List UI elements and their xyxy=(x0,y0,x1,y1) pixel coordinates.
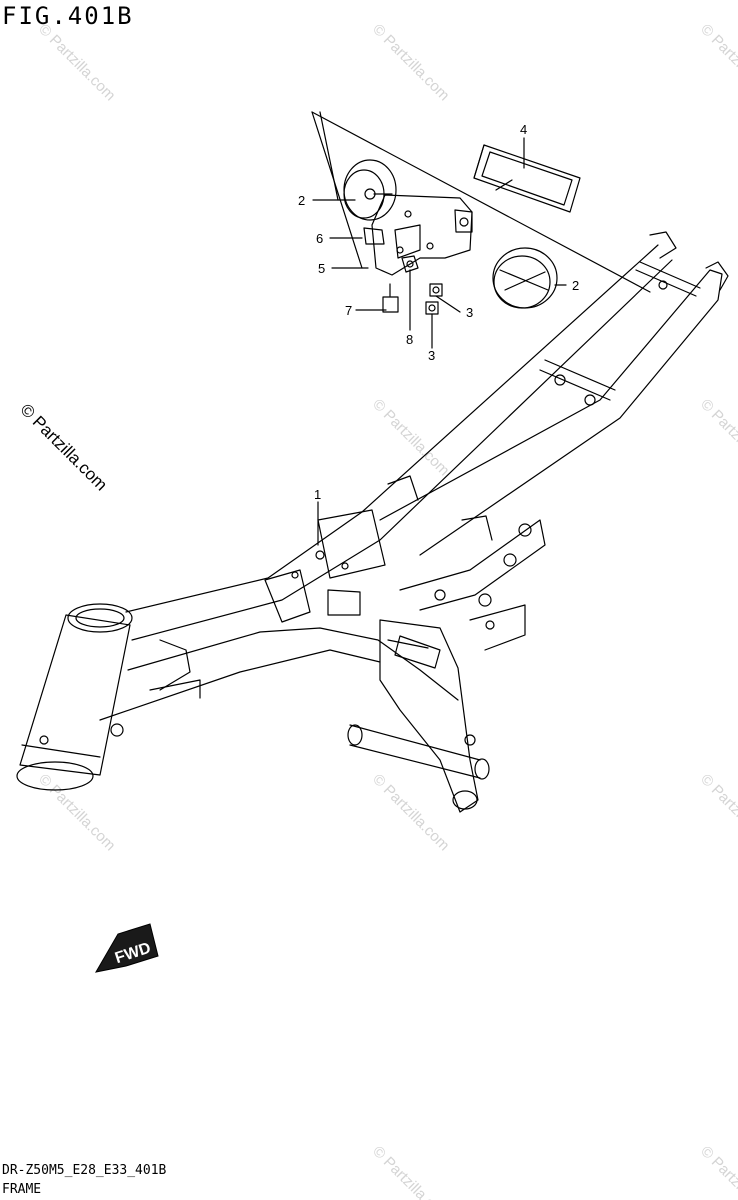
watermark-text: © Partzilla.com xyxy=(369,1143,452,1200)
main-frame xyxy=(16,231,729,813)
figure-title: FIG.401B xyxy=(2,2,134,30)
reflector-bracket-assembly xyxy=(363,194,473,276)
watermark-text: © Partzilla.com xyxy=(369,21,452,104)
callout-5: 5 xyxy=(318,261,325,276)
figure-name: FRAME xyxy=(2,1182,42,1197)
callout-3-lower: 3 xyxy=(428,348,435,363)
callout-6: 6 xyxy=(316,231,323,246)
watermark-text: © Partzilla.com xyxy=(35,21,118,104)
fastener-nut-3-upper xyxy=(429,283,443,297)
explode-guide-lines xyxy=(311,111,651,293)
rear-reflector-plate xyxy=(473,144,581,213)
watermark-text: © Partzilla.com xyxy=(369,771,452,854)
callout-3-upper: 3 xyxy=(466,305,473,320)
watermark-text: © Partzilla.com xyxy=(697,1143,738,1200)
fastener-nut-3-lower xyxy=(425,301,439,315)
reflector-right xyxy=(492,247,558,309)
reflector-left xyxy=(343,159,397,221)
fastener-bolt-7 xyxy=(382,283,399,313)
watermark-text: © Partzilla.com xyxy=(697,771,738,854)
watermark-text: © Partzilla.com xyxy=(697,21,738,104)
fastener-nut-8 xyxy=(401,255,419,273)
callout-8: 8 xyxy=(406,332,413,347)
watermark-text: © Partzilla.com xyxy=(697,396,738,479)
watermark-text: © Partzilla.com xyxy=(369,396,452,479)
forward-direction-arrow: FWD xyxy=(95,923,159,973)
callout-leaders xyxy=(312,137,567,546)
callout-2-right: 2 xyxy=(572,278,579,293)
callout-4: 4 xyxy=(520,122,527,137)
callout-2-left: 2 xyxy=(298,193,305,208)
callout-7: 7 xyxy=(345,303,352,318)
watermark-text: © Partzilla.com xyxy=(35,771,118,854)
watermark-layer: © Partzilla.com © Partzilla.com © Partzi… xyxy=(35,21,738,1200)
figure-code: DR-Z50M5_E28_E33_401B xyxy=(2,1163,167,1178)
callout-1: 1 xyxy=(314,487,321,502)
